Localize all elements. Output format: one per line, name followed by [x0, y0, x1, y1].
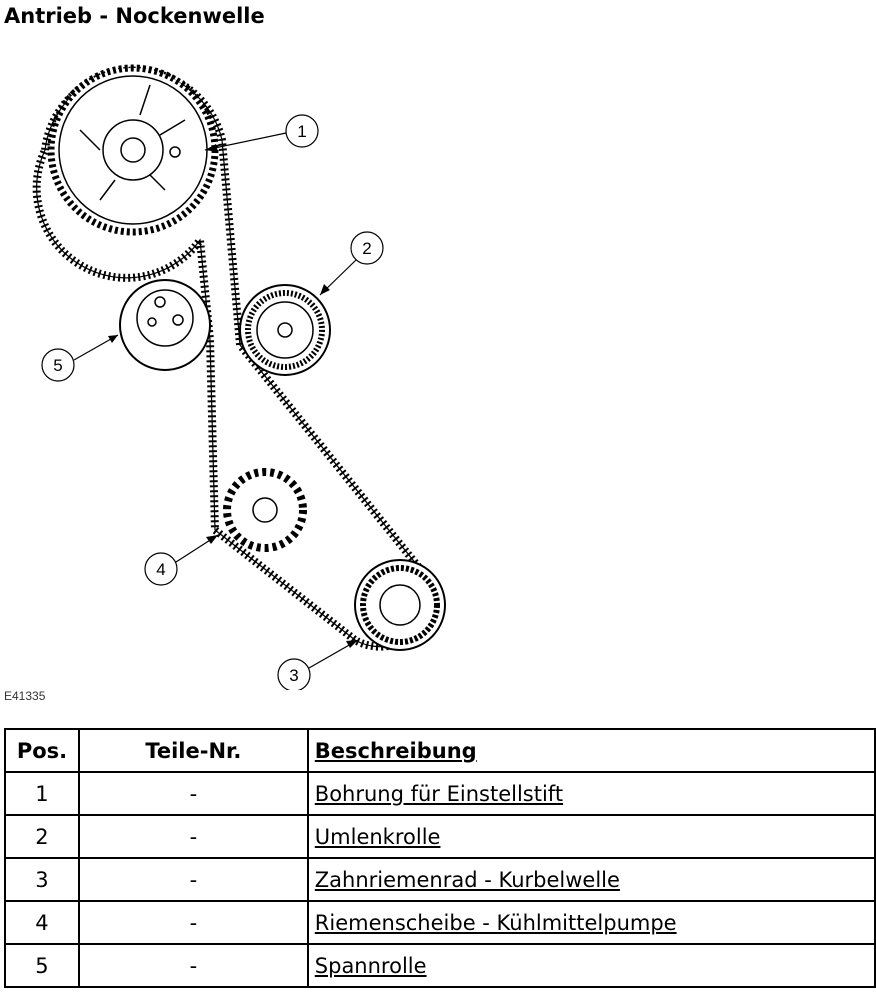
header-pos: Pos. — [4, 728, 80, 773]
camshaft-sprocket — [47, 64, 219, 236]
figure-id: E41335 — [4, 689, 46, 703]
callout-4: 4 — [156, 560, 165, 579]
idler-pulley — [239, 284, 331, 376]
header-description[interactable]: Beschreibung — [306, 728, 876, 773]
water-pump-pulley — [223, 468, 307, 552]
row-pos: 4 — [4, 900, 80, 945]
row-description-link[interactable]: Bohrung für Einstellstift — [306, 771, 876, 816]
table-row: 3 - Zahnriemenrad - Kurbelwelle — [4, 857, 876, 902]
callout-3: 3 — [289, 666, 298, 685]
row-description-link[interactable]: Umlenkrolle — [306, 814, 876, 859]
row-part-no: - — [77, 814, 309, 859]
row-part-no: - — [77, 900, 309, 945]
timing-belt-diagram: 1 2 3 4 5 — [32, 64, 446, 690]
row-description-link[interactable]: Spannrolle — [306, 943, 876, 988]
row-part-no: - — [77, 771, 309, 816]
table-header-row: Pos. Teile-Nr. Beschreibung — [4, 728, 876, 773]
page-title: Antrieb - Nockenwelle — [4, 4, 265, 28]
row-description-link[interactable]: Zahnriemenrad - Kurbelwelle — [306, 857, 876, 902]
parts-table: Pos. Teile-Nr. Beschreibung 1 - Bohrung … — [4, 728, 876, 988]
table-row: 2 - Umlenkrolle — [4, 814, 876, 859]
table-row: 4 - Riemenscheibe - Kühlmittelpumpe — [4, 900, 876, 945]
tensioner-pulley — [119, 279, 211, 371]
callout-2: 2 — [362, 239, 371, 258]
table-row: 5 - Spannrolle — [4, 943, 876, 988]
row-pos: 3 — [4, 857, 80, 902]
row-pos: 1 — [4, 771, 80, 816]
row-part-no: - — [77, 943, 309, 988]
crankshaft-sprocket — [354, 559, 446, 651]
callout-1: 1 — [297, 122, 306, 141]
row-pos: 5 — [4, 943, 80, 988]
callout-5: 5 — [53, 356, 62, 375]
header-part-no: Teile-Nr. — [77, 728, 309, 773]
row-description-link[interactable]: Riemenscheibe - Kühlmittelpumpe — [306, 900, 876, 945]
row-pos: 2 — [4, 814, 80, 859]
row-part-no: - — [77, 857, 309, 902]
table-row: 1 - Bohrung für Einstellstift — [4, 771, 876, 816]
